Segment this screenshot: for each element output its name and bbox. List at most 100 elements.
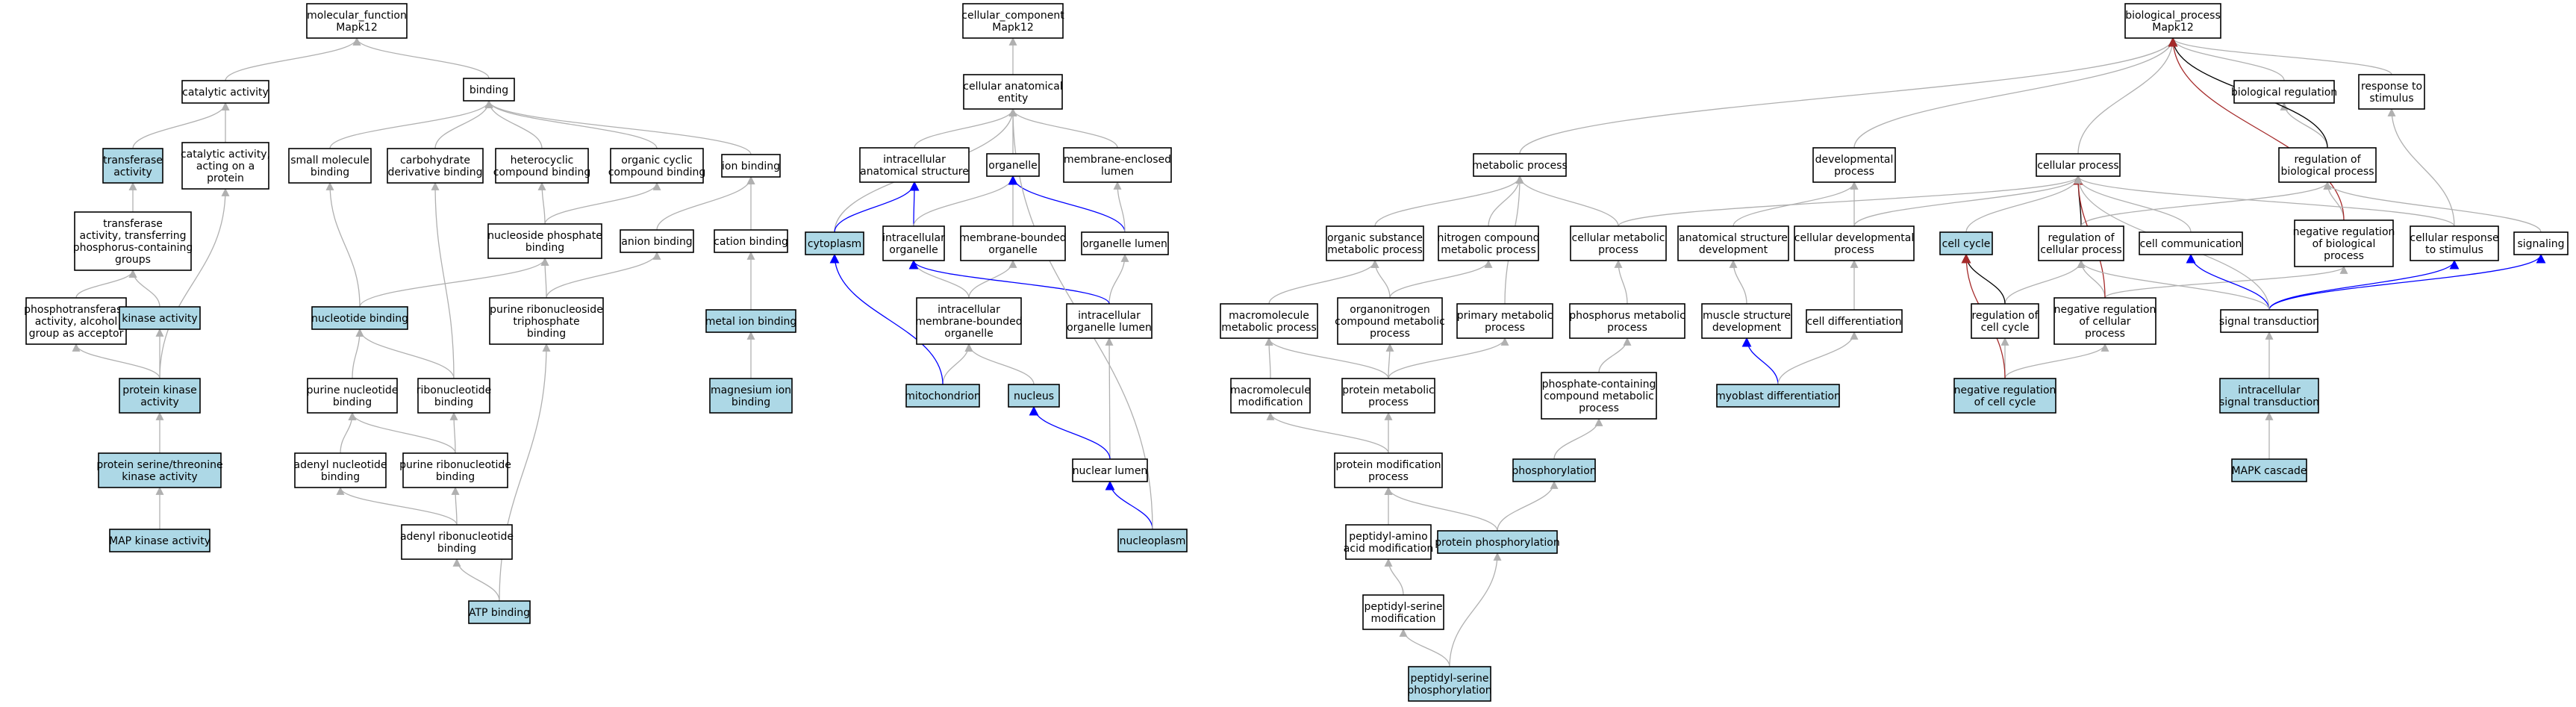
edge-organic-cyclic-to-binding: [484, 99, 658, 149]
node-label-line: cytoplasm: [808, 238, 861, 250]
node-box: [495, 148, 589, 184]
edges-layer: [72, 37, 2546, 667]
node-box: [307, 378, 398, 414]
node-label-line: binding: [434, 396, 473, 408]
node-label-line: nucleoside phosphate: [487, 230, 602, 242]
node-label-line: organic substance: [1327, 232, 1423, 244]
edge-adenyl-rnt-to-adenyl-nt: [336, 486, 458, 526]
edge-ic-mem-organelle-to-ic-organelle: [909, 259, 970, 299]
node-box: [2038, 225, 2124, 261]
node-label-line: nucleus: [1014, 390, 1054, 402]
node-label-line: intracellular: [2238, 384, 2301, 396]
edge-cell-metab-to-metabolic: [1515, 175, 1619, 227]
go-term-node-kinase: kinase activity: [119, 306, 201, 330]
node-box: [2220, 309, 2318, 333]
go-term-node-organelle-lumen: organelle lumen: [1081, 231, 1169, 255]
node-label-line: binding: [470, 84, 508, 96]
node-label-line: negative regulation: [1954, 384, 2056, 396]
node-box: [1341, 378, 1435, 414]
node-box: [1063, 147, 1172, 183]
edge-transferase-to-catalytic: [132, 102, 230, 149]
node-label-line: transferase: [103, 218, 163, 230]
node-box: [463, 78, 515, 102]
node-box: [98, 452, 222, 488]
node-label-line: purine nucleotide: [307, 384, 399, 396]
node-box: [1456, 303, 1553, 339]
node-label-line: phosphorylation: [1407, 685, 1491, 697]
node-box: [1326, 225, 1424, 261]
edge-adenyl-rnt-to-purine-rnt: [451, 486, 460, 526]
node-box: [1569, 303, 1685, 339]
edge-ribonucleotide-to-nucleotide: [355, 328, 455, 379]
edge-anion-to-ion-binding: [656, 175, 755, 231]
node-label-line: biological_process: [2125, 10, 2221, 22]
node-label-line: negative regulation: [2293, 226, 2395, 238]
node-box: [1362, 594, 1444, 630]
node-box: [1512, 458, 1596, 482]
edge-metabolic-to-bp-root: [1519, 37, 2177, 155]
edge-myoblast-to-muscle-dev: [1741, 337, 1779, 385]
node-label-line: acting on a: [196, 161, 255, 172]
node-label-line: phosphorylation: [1512, 465, 1596, 477]
edge-carb-deriv-to-binding: [434, 99, 493, 149]
node-label-line: cellular metabolic: [1572, 232, 1665, 244]
node-label-line: membrane-bounded: [915, 316, 1022, 328]
node-box: [1971, 303, 2039, 339]
node-label-line: MAP kinase activity: [109, 535, 210, 547]
node-box: [288, 148, 372, 184]
node-label-line: modification: [1371, 613, 1436, 625]
edge-adenyl-nt-to-purine-nt: [340, 411, 357, 454]
node-label-line: metabolic process: [1221, 322, 1317, 334]
edge-nucleotide-to-nucleoside-phos: [359, 257, 549, 308]
node-label-line: adenyl nucleotide: [294, 459, 387, 471]
edge-anat-dev-to-developmental: [1733, 181, 1859, 227]
node-label-line: modification: [1238, 396, 1303, 408]
node-label-line: cellular process: [2037, 160, 2118, 172]
edge-organonitrogen-to-org-subst: [1370, 259, 1391, 299]
node-label-line: cellular developmental: [1794, 232, 1914, 244]
node-label-line: catalytic activity: [182, 87, 269, 99]
edge-signal-trans-to-cell-resp: [2268, 259, 2460, 311]
edge-purine-rnt-to-purine-nt: [348, 411, 456, 454]
go-term-node-ion-binding: ion binding: [721, 154, 781, 178]
edge-kinase-to-transf-phos: [128, 269, 160, 308]
edge-binding-to-mf-root: [352, 37, 490, 79]
node-label-line: purine ribonucleoside: [490, 304, 603, 316]
go-term-node-bio-reg: biological regulation: [2231, 80, 2337, 104]
node-box: [1334, 452, 1443, 488]
node-label-line: phosphorus metabolic: [1569, 310, 1685, 322]
node-label-line: magnesium ion: [711, 384, 791, 396]
node-box: [487, 223, 602, 259]
node-label-line: macromolecule: [1230, 384, 1311, 396]
node-label-line: binding: [436, 471, 475, 483]
go-term-node-cell-diff: cell differentiation: [1806, 309, 1903, 333]
node-box: [2278, 147, 2377, 183]
edge-muscle-dev-to-anat-dev: [1729, 259, 1747, 305]
node-label-line: regulation of: [1971, 310, 2039, 322]
node-box: [805, 231, 864, 255]
go-term-node-phosphorylation: phosphorylation: [1512, 458, 1597, 482]
node-label-line: binding: [527, 328, 566, 340]
node-box: [721, 154, 781, 178]
node-label-line: of biological: [2313, 238, 2376, 250]
node-box: [1066, 303, 1153, 339]
node-box: [1437, 530, 1558, 554]
node-box: [1220, 303, 1318, 339]
